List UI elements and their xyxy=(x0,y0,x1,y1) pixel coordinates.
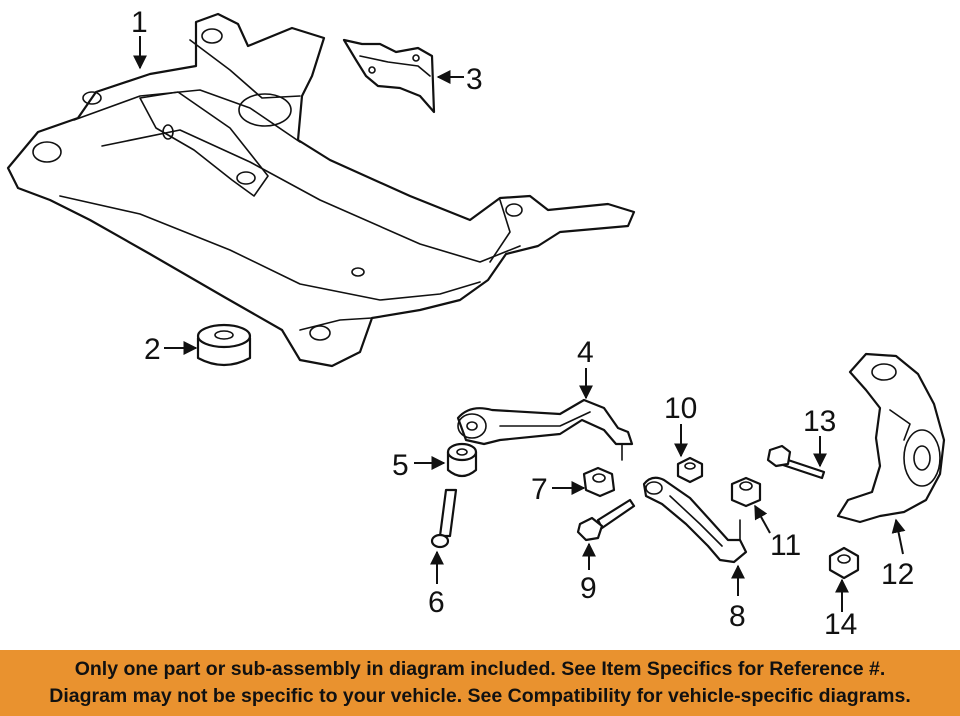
callout-13: 13 xyxy=(803,405,836,438)
callout-2: 2 xyxy=(144,333,161,366)
callout-14: 14 xyxy=(824,608,857,641)
disclaimer-line-1: Only one part or sub-assembly in diagram… xyxy=(74,658,886,680)
arm-bushing-part xyxy=(446,442,478,478)
lock-nut-part xyxy=(730,476,762,508)
disclaimer-banner: Only one part or sub-assembly in diagram… xyxy=(0,650,960,716)
disclaimer-line-2: Diagram may not be specific to your vehi… xyxy=(49,685,911,707)
heat-shield-part xyxy=(342,38,436,114)
subframe-part xyxy=(6,12,636,368)
callout-9: 9 xyxy=(580,572,597,605)
bushing-bolt-part xyxy=(430,488,458,549)
hub-nut-part xyxy=(828,546,860,580)
mount-bushing-part xyxy=(196,323,252,367)
callout-8: 8 xyxy=(729,600,746,633)
arm-nut-part xyxy=(582,466,616,498)
callout-10: 10 xyxy=(664,392,697,425)
callout-1: 1 xyxy=(131,6,148,39)
upper-control-arm-part xyxy=(456,398,634,461)
callout-labels: 1 2 3 4 5 6 7 8 9 10 11 12 13 14 xyxy=(131,6,914,641)
arm-bolt-part xyxy=(576,498,636,542)
lower-control-arm-part xyxy=(642,476,748,564)
callout-11: 11 xyxy=(770,529,801,562)
steering-knuckle-part xyxy=(836,352,946,524)
callout-4: 4 xyxy=(577,336,594,369)
callout-5: 5 xyxy=(392,449,409,482)
callout-7: 7 xyxy=(531,473,548,506)
parts-diagram: 1 2 3 4 5 6 7 8 9 10 11 12 13 14 xyxy=(6,6,946,641)
callout-3: 3 xyxy=(466,63,483,96)
callout-6: 6 xyxy=(428,586,445,619)
callout-12: 12 xyxy=(881,558,914,591)
leader-lines xyxy=(133,36,906,612)
ball-joint-nut-part xyxy=(676,456,704,484)
knuckle-bolt-part xyxy=(766,444,826,480)
